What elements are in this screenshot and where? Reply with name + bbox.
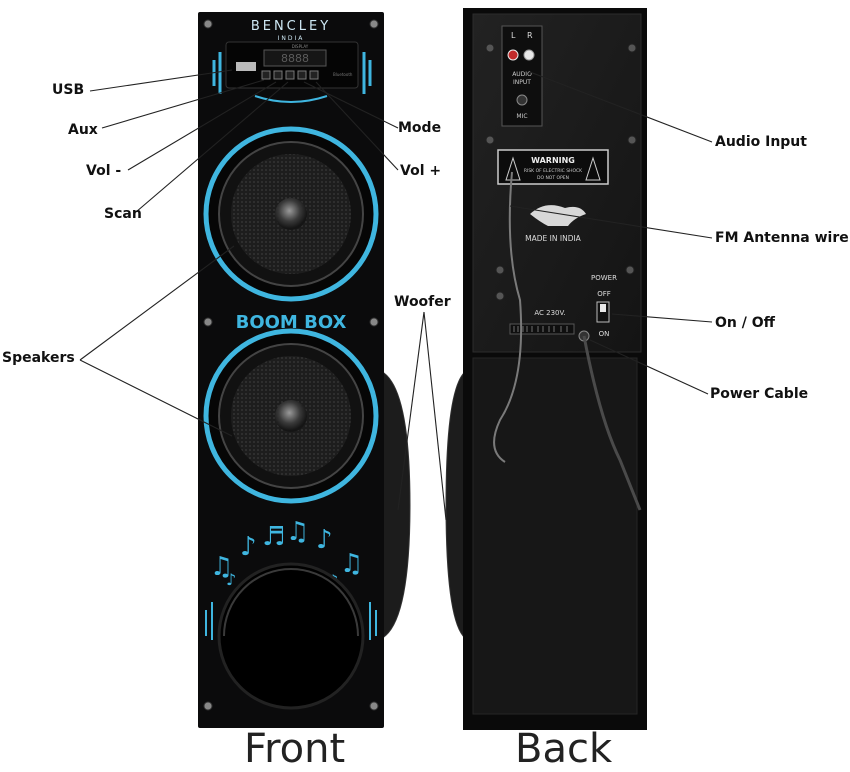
callout-audio-input: Audio Input (715, 134, 807, 150)
warning-title: WARNING (531, 156, 575, 165)
warning-label: WARNING RISK OF ELECTRIC SHOCK DO NOT OP… (497, 149, 609, 185)
svg-text:♫: ♫ (340, 549, 363, 579)
callout-on-off: On / Off (715, 315, 775, 331)
led-display (263, 49, 327, 67)
jack-right-label: R (527, 31, 533, 40)
caption-front: Front (244, 726, 346, 772)
aux-button[interactable] (261, 70, 271, 80)
made-in-india: MADE IN INDIA (525, 234, 582, 243)
voltage-label: AC 230V. (534, 309, 565, 317)
caption-back: Back (515, 726, 613, 772)
bluetooth-label: Bluetooth (333, 72, 353, 77)
audio-input-text-2: INPUT (513, 79, 531, 86)
off-label: OFF (597, 290, 611, 298)
callout-fm-antenna: FM Antenna wire (715, 230, 849, 246)
bass-port (205, 562, 377, 710)
back-speaker: L R AUDIO INPUT MIC WARNING RISK OF ELEC… (445, 8, 647, 730)
mic-label: MIC (516, 113, 527, 120)
callout-vol-minus: Vol - (86, 163, 122, 179)
warning-line-1: RISK OF ELECTRIC SHOCK (524, 168, 583, 174)
serial-barcode (509, 323, 575, 335)
front-screws (203, 19, 379, 711)
brand-sub: INDIA (278, 35, 305, 42)
callout-speakers: Speakers (2, 350, 75, 366)
audio-input-text: AUDIO (512, 71, 532, 78)
power-label: POWER (591, 274, 617, 282)
callout-scan: Scan (104, 206, 142, 222)
upper-speaker (203, 126, 379, 302)
panel-buttons (261, 70, 319, 80)
power-cable[interactable] (582, 335, 642, 511)
lower-speaker (203, 328, 379, 504)
jack-left[interactable] (507, 49, 519, 61)
front-speaker: BENCLEY INDIA DISPLAY 8888 Bluetooth (198, 12, 411, 728)
callout-usb: USB (52, 82, 85, 98)
vol-plus-button[interactable] (309, 70, 319, 80)
leader-lines (79, 69, 713, 521)
mic-jack[interactable] (516, 94, 528, 106)
fm-antenna-wire[interactable] (493, 171, 523, 463)
warning-line-2: DO NOT OPEN (537, 175, 569, 181)
svg-text:♪: ♪ (240, 532, 257, 562)
usb-port[interactable] (236, 62, 256, 71)
callout-aux: Aux (68, 122, 98, 138)
model-name: BOOM BOX (236, 312, 347, 333)
control-panel: DISPLAY 8888 Bluetooth (212, 41, 372, 103)
svg-text:♪: ♪ (226, 570, 236, 589)
jack-left-label: L (511, 31, 516, 40)
brand-logo: BENCLEY (251, 19, 331, 34)
panel-arc (254, 95, 328, 103)
jack-right[interactable] (523, 49, 535, 61)
power-switch: POWER OFF ON (591, 274, 617, 338)
led-digits: 8888 (281, 52, 309, 65)
callout-vol-plus: Vol + (400, 163, 442, 179)
callout-woofer: Woofer (394, 294, 451, 310)
mode-button[interactable] (297, 70, 307, 80)
back-lower-panel (472, 357, 638, 715)
scan-button[interactable] (285, 70, 295, 80)
svg-text:♪: ♪ (316, 525, 333, 555)
svg-text:♫: ♫ (286, 517, 309, 547)
svg-text:♫: ♫ (210, 552, 233, 582)
callout-power-cable: Power Cable (710, 386, 809, 402)
back-screws (485, 43, 637, 301)
audio-input-plate: L R AUDIO INPUT MIC (501, 25, 543, 127)
back-woofer-edge (445, 369, 469, 641)
vol-minus-button[interactable] (273, 70, 283, 80)
lion-emblem-icon (530, 205, 586, 226)
side-woofer-edge (377, 369, 411, 641)
panel-display-label: DISPLAY (292, 44, 309, 49)
callout-mode: Mode (398, 120, 442, 136)
on-label: ON (599, 330, 610, 338)
svg-text:♬: ♬ (262, 522, 285, 552)
